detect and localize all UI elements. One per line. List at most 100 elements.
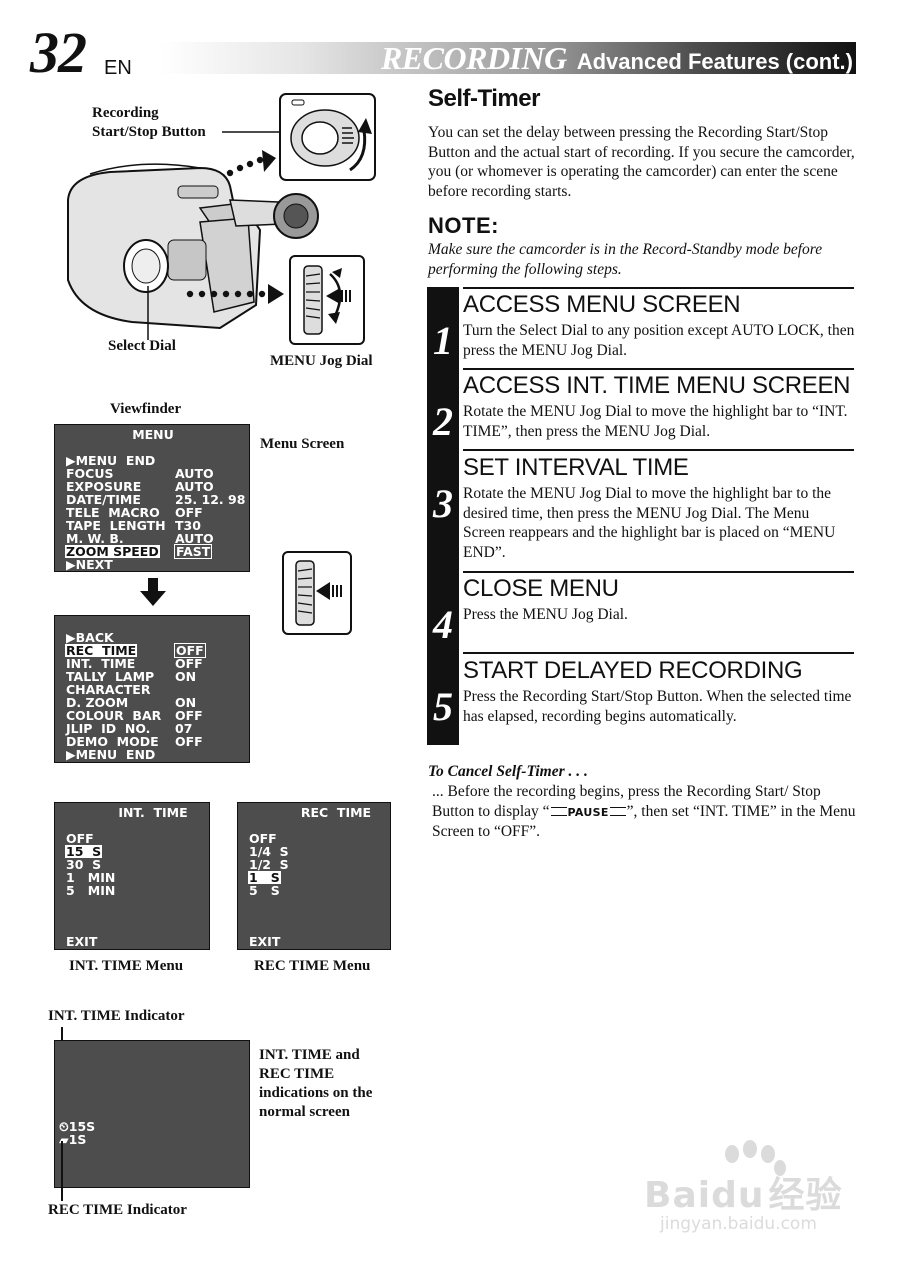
page-language: EN <box>104 57 132 79</box>
step-1-title: ACCESS MENU SCREEN <box>463 291 741 318</box>
steps-sidebar <box>427 287 459 745</box>
camcorder-illustration <box>67 93 376 345</box>
menu-value-jlip-id: 07 <box>175 721 193 736</box>
label-start-stop-button: Start/Stop Button <box>92 124 206 140</box>
menu-item-exposure: EXPOSURE <box>66 479 142 494</box>
watermark-brand: Baidu <box>644 1175 765 1216</box>
cancel-text-part-2: ”, then set “INT. TIME” in the Menu Scre… <box>432 802 856 841</box>
watermark-brand-cn: 经验 <box>768 1175 843 1216</box>
rec-time-menu-title: REC TIME <box>300 805 372 820</box>
step-2-title: ACCESS INT. TIME MENU SCREEN <box>463 372 851 399</box>
menu-value-d-zoom: ON <box>175 695 197 710</box>
watermark-url: jingyan.baidu.com <box>660 1214 817 1234</box>
menu-value-colour-bar: OFF <box>175 708 203 723</box>
menu-item-menu-end: ▶MENU END <box>66 453 156 468</box>
rec-time-option-selected: 1 S <box>248 870 281 885</box>
menu-item-focus: FOCUS <box>66 466 114 481</box>
caption-normal-screen-2: REC TIME <box>259 1066 335 1082</box>
int-time-option-selected: 15 S <box>65 844 103 859</box>
menu-item-character: CHARACTER <box>66 682 151 697</box>
menu-item-mwb: M. W. B. <box>66 531 124 546</box>
menu-item-tape-length: TAPE LENGTH <box>66 518 166 533</box>
step-4-body: Press the MENU Jog Dial. <box>463 606 628 623</box>
self-timer-heading: Self-Timer <box>428 85 540 112</box>
menu-value-int-time: OFF <box>175 656 203 671</box>
note-heading: NOTE: <box>428 213 499 238</box>
menu-item-jlip-id: JLIP ID NO. <box>66 721 151 736</box>
menu-value-exposure: AUTO <box>175 479 214 494</box>
int-time-menu-screen: INT. TIME OFF 15 S 30 S 1 MIN 5 MIN EXIT <box>54 802 210 950</box>
menu-item-date-time: DATE/TIME <box>66 492 141 507</box>
rec-time-menu-screen: REC TIME OFF 1/4 S 1/2 S 1 S 5 S EXIT <box>237 802 391 950</box>
step-4-number: 4 <box>433 602 453 647</box>
rec-time-exit: EXIT <box>249 934 281 949</box>
label-select-dial: Select Dial <box>108 338 176 354</box>
rec-time-indicator-value: 1S <box>68 1132 87 1147</box>
int-time-indicator-value: 15S <box>68 1119 96 1134</box>
rec-time-option: 1/2 S <box>249 857 289 872</box>
menu-screen: MENU ▶MENU END FOCUS AUTO EXPOSURE AUTO … <box>54 424 250 572</box>
step-5-number: 5 <box>433 684 453 729</box>
menu-value-mwb: AUTO <box>175 531 214 546</box>
int-time-option: 5 MIN <box>66 883 116 898</box>
menu-value-tape-length: T30 <box>175 518 201 533</box>
menu-item-d-zoom: D. ZOOM <box>66 695 129 710</box>
rec-indicator-pointer <box>61 1141 63 1201</box>
int-time-option: 1 MIN <box>66 870 116 885</box>
step-divider <box>463 449 854 451</box>
label-int-time-indicator: INT. TIME Indicator <box>48 1008 185 1024</box>
rec-time-indicator: ▰1S <box>59 1133 86 1146</box>
step-divider <box>463 571 854 573</box>
step-1-number: 1 <box>433 318 453 363</box>
menu-jog-dial-inset <box>289 255 365 345</box>
menu-screen-next: ▶BACK REC TIME OFF INT. TIME OFF TALLY L… <box>54 615 250 763</box>
step-divider <box>463 287 854 289</box>
menu-item-menu-end: ▶MENU END <box>66 747 156 762</box>
menu-value-date-time: 25. 12. 98 <box>175 492 246 507</box>
step-divider <box>463 652 854 654</box>
cancel-heading: To Cancel Self-Timer . . . <box>428 763 588 780</box>
menu-value-tele-macro: OFF <box>175 505 203 520</box>
cancel-text-part-1: ... Before the recording begins, press t… <box>432 783 821 820</box>
pause-indicator: PAUSE <box>550 803 627 820</box>
rec-time-option: 5 S <box>249 883 280 898</box>
menu-value-rec-time: OFF <box>174 643 206 658</box>
normal-screen: ⏲15S ▰1S <box>54 1040 250 1188</box>
step-3-number: 3 <box>433 481 453 526</box>
menu-value-focus: AUTO <box>175 466 214 481</box>
section-title: RECORDING <box>380 40 567 76</box>
section-subtitle: Advanced Features (cont.) <box>576 49 853 74</box>
step-2-number: 2 <box>433 399 453 444</box>
menu-item-tele-macro: TELE MACRO <box>66 505 160 520</box>
step-5-title: START DELAYED RECORDING <box>463 657 803 684</box>
paw-logo-icon <box>725 1140 786 1176</box>
rec-time-option: OFF <box>249 831 277 846</box>
pause-label: PAUSE <box>567 805 609 819</box>
step-1-body: Turn the Select Dial to any position exc… <box>463 322 855 359</box>
menu-screen-title: MENU <box>132 427 174 442</box>
int-time-menu-title: INT. TIME <box>118 805 188 820</box>
menu-item-next: ▶NEXT <box>66 557 113 572</box>
caption-normal-screen-1: INT. TIME and <box>259 1047 360 1063</box>
caption-normal-screen-3: indications on the <box>259 1085 373 1101</box>
label-menu-jog-dial: MENU Jog Dial <box>270 353 373 369</box>
caption-int-time-menu: INT. TIME Menu <box>69 958 184 974</box>
int-time-indicator: ⏲15S <box>59 1120 95 1133</box>
note-text: Make sure the camcorder is in the Record… <box>428 241 823 278</box>
menu-item-rec-time: REC TIME <box>65 643 138 658</box>
clapper-icon: ▰ <box>59 1132 69 1147</box>
menu-value-tally-lamp: ON <box>175 669 197 684</box>
step-3-body: Rotate the MENU Jog Dial to move the hig… <box>463 485 836 561</box>
step-4-title: CLOSE MENU <box>463 575 619 602</box>
step-3-title: SET INTERVAL TIME <box>463 454 689 481</box>
label-viewfinder: Viewfinder <box>110 401 182 417</box>
int-time-option: 30 S <box>66 857 102 872</box>
arrow-down-icon <box>140 578 166 606</box>
header-title: RECORDING Advanced Features (cont.) <box>381 40 853 76</box>
cancel-text: ... Before the recording begins, press t… <box>432 782 856 842</box>
menu-item-demo-mode: DEMO MODE <box>66 734 159 749</box>
caption-rec-time-menu: REC TIME Menu <box>254 958 371 974</box>
page-number: 32 <box>30 20 87 85</box>
menu-value-demo-mode: OFF <box>175 734 203 749</box>
